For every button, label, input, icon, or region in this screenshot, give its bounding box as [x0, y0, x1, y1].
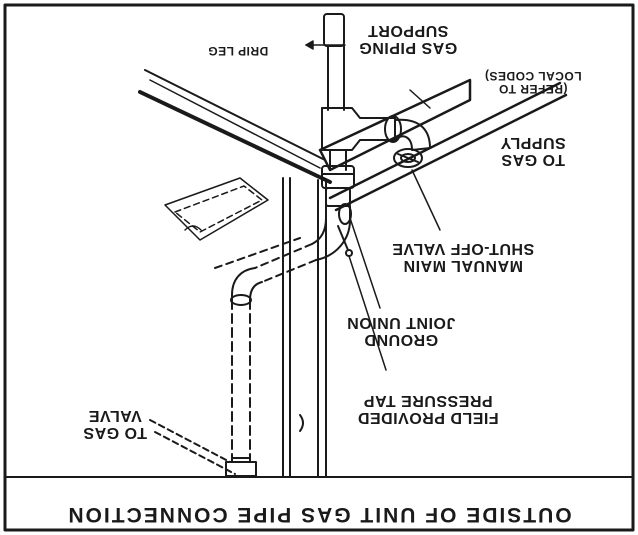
label-to-gas-supply: TO GAS SUPPLY	[473, 133, 593, 168]
gas-piping-support-line2: SUPPORT	[367, 22, 449, 40]
vertical-gas-valve-pipe	[225, 267, 263, 477]
hidden-pipe	[214, 237, 317, 283]
unit-wall	[282, 177, 327, 478]
gas-piping-support-line1: GAS PIPING	[358, 39, 458, 56]
label-manual-main-shutoff: MANUAL MAIN SHUT-OFF VALVE	[378, 239, 548, 274]
label-gas-piping-support: GAS PIPING SUPPORT	[338, 21, 478, 56]
to-gas-valve-line2: VALVE	[88, 407, 142, 425]
label-drip-leg: DRIP LEG	[207, 44, 269, 58]
refer-local-codes-line2: LOCAL CODES)	[484, 69, 582, 84]
drip-leg-pipe	[323, 13, 345, 111]
label-to-gas-valve: TO GAS VALVE	[70, 406, 160, 441]
refer-local-codes-line1: (REFER TO	[498, 82, 568, 96]
valve-connection	[393, 118, 431, 168]
manual-main-shutoff-line1: MANUAL MAIN	[403, 257, 523, 274]
roof-edge	[138, 69, 332, 184]
ground-joint-union-line1: GROUND	[363, 331, 439, 348]
field-pressure-tap-line1: FIELD PROVIDED	[357, 409, 499, 426]
gas-piping-support-beam	[318, 78, 472, 172]
access-panel	[164, 177, 269, 241]
to-gas-valve-line1: TO GAS	[82, 424, 148, 441]
diagram-caption: OUTSIDE OF UNIT GAS PIPE CONNECTION	[66, 503, 572, 526]
label-ground-joint-union: GROUND JOINT UNION	[336, 313, 466, 348]
diagram-border	[3, 3, 635, 532]
ground-joint-union	[321, 165, 355, 207]
manual-main-shutoff-line2: SHUT-OFF VALVE	[391, 240, 535, 258]
label-field-pressure-tap: FIELD PROVIDED PRESSURE TAP	[348, 391, 508, 426]
leader-lines	[305, 40, 441, 371]
ground-joint-union-line2: JOINT UNION	[346, 314, 456, 332]
field-pressure-tap-line2: PRESSURE TAP	[363, 392, 493, 410]
to-gas-valve-leader	[149, 419, 236, 475]
to-gas-supply-line1: TO GAS	[500, 151, 566, 168]
label-refer-local-codes: (REFER TO LOCAL CODES)	[468, 69, 598, 96]
to-gas-supply-line2: SUPPLY	[500, 134, 566, 152]
supply-pipe	[328, 81, 568, 212]
